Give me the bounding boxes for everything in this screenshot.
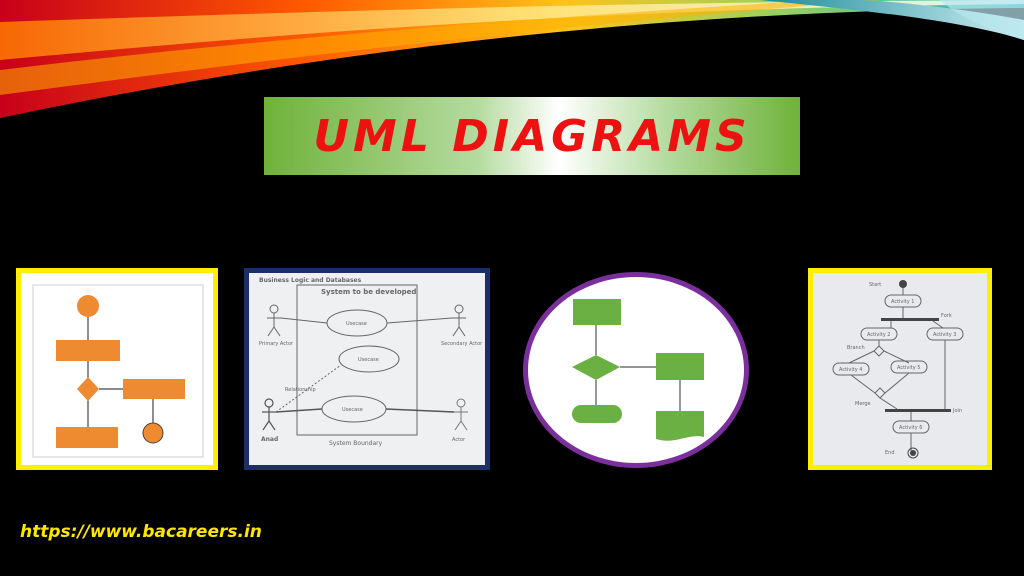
start-node: [77, 295, 99, 317]
activity-5-label: Activity 5: [897, 365, 920, 371]
process-box: [656, 353, 704, 380]
process-box: [56, 427, 118, 448]
usecase-header: Business Logic and Databases: [259, 277, 362, 284]
footer-url[interactable]: https://www.bacareers.in: [20, 522, 262, 542]
activity-6-label: Activity 6: [899, 425, 922, 431]
actor-icon: [267, 304, 281, 337]
process-box: [56, 340, 120, 361]
end-node-icon: [907, 447, 919, 459]
decorative-swoosh: [0, 0, 1024, 118]
usecase-boundary-label: System Boundary: [329, 440, 383, 447]
flowchart-green-image: [523, 272, 749, 468]
join-bar: [885, 409, 951, 412]
activity-3-label: Activity 3: [933, 332, 956, 338]
terminal-shape: [572, 405, 622, 423]
primary-actor-label: Primary Actor: [259, 341, 294, 347]
decision-diamond: [572, 355, 620, 380]
process-box: [123, 379, 185, 399]
activity-4-label: Activity 4: [839, 367, 862, 373]
decision-diamond: [77, 377, 99, 401]
relationship-label: Relationship: [285, 387, 316, 393]
actor-bottom-left-label: Anad: [261, 436, 278, 443]
start-node-icon: [899, 280, 907, 288]
activity-diagram-image: Start Activity 1 Fork Activity 2 Activit…: [808, 268, 992, 470]
actor-bottom-right-label: Actor: [452, 437, 466, 443]
use-case-label: Usecase: [342, 407, 363, 413]
merge-diamond: [874, 387, 886, 399]
branch-label: Branch: [847, 345, 865, 351]
actor-icon: [452, 304, 466, 337]
document-shape: [656, 411, 704, 441]
use-case-label: Usecase: [346, 321, 367, 327]
activity-2-label: Activity 2: [867, 332, 890, 338]
end-label: End: [885, 450, 895, 456]
title-banner: UML DIAGRAMS: [264, 97, 800, 175]
branch-diamond: [873, 345, 885, 357]
join-label: Join: [952, 408, 962, 414]
process-box: [573, 299, 621, 325]
actor-icon: [454, 398, 468, 431]
secondary-actor-label: Secondary Actor: [441, 341, 483, 347]
activity-1-label: Activity 1: [891, 299, 914, 305]
merge-label: Merge: [855, 401, 871, 407]
use-case-diagram-image: Business Logic and Databases System to b…: [244, 268, 490, 470]
page-title: UML DIAGRAMS: [313, 110, 751, 162]
usecase-system-label: System to be developed: [321, 288, 416, 296]
actor-icon: [262, 398, 276, 431]
start-label: Start: [869, 282, 881, 288]
end-node: [142, 422, 164, 444]
fork-bar: [881, 318, 939, 321]
fork-label: Fork: [941, 313, 952, 319]
flowchart-orange-image: [16, 268, 218, 470]
use-case-label: Usecase: [358, 357, 379, 363]
